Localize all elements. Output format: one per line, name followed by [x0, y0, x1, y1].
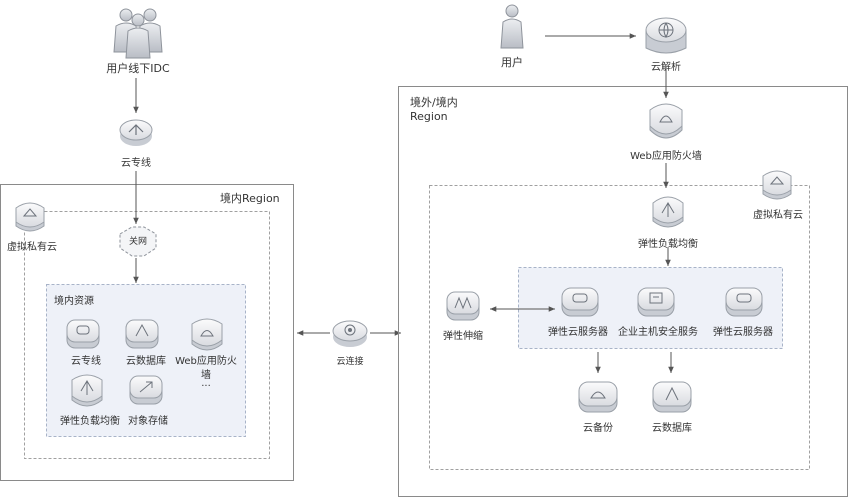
idc-label: 用户线下IDC [106, 62, 170, 75]
resource-waf-icon [191, 318, 223, 351]
left-vpc-dashed-box [24, 211, 270, 459]
vpc-left-icon [15, 202, 45, 232]
hss-label: 企业主机安全服务 [618, 327, 698, 338]
ecs-left-label: 弹性云服务器 [548, 327, 608, 338]
autoscale-label: 弹性伸缩 [443, 331, 483, 342]
users-group-icon [113, 8, 163, 59]
gateway-label: 关网 [128, 237, 147, 247]
direct-connect-icon [119, 119, 153, 146]
left-resources-box [46, 284, 246, 437]
left-vpc-label: 虚拟私有云 [7, 242, 57, 253]
dc-top-label: 云专线 [121, 158, 151, 169]
cloud-connect-label: 云连接 [336, 357, 364, 367]
vpc-right-icon [762, 170, 792, 200]
resource-dc-icon [66, 319, 100, 349]
dns-label: 云解析 [651, 62, 681, 73]
rds-right-label: 云数据库 [652, 423, 692, 434]
backup-label: 云备份 [583, 423, 613, 434]
ecs-right-icon [725, 287, 763, 317]
elb-right-icon [652, 196, 684, 228]
gateway-icon [119, 226, 157, 257]
resource-label-rds: 云数据库 [126, 356, 166, 367]
resource-rds-icon [125, 319, 159, 349]
right-vpc-label: 虚拟私有云 [753, 210, 803, 221]
resource-obs-icon [129, 375, 163, 405]
elb-label: 弹性负载均衡 [638, 239, 698, 250]
user-label: 用户 [501, 56, 523, 69]
resource-label-dc: 云专线 [71, 356, 101, 367]
rds-right-icon [652, 381, 692, 413]
resource-label-waf-line1: Web应用防火 [175, 356, 237, 367]
user-icon [500, 4, 524, 49]
left-resources-title: 境内资源 [54, 296, 94, 307]
waf-label: Web应用防火墙 [630, 151, 702, 162]
backup-icon [578, 381, 618, 413]
right-vpc-dashed-box [429, 185, 810, 470]
ecs-left-icon [561, 287, 599, 317]
dns-icon [645, 17, 687, 54]
resource-label-elb: 弹性负载均衡 [60, 416, 120, 427]
auto-scaling-icon [446, 291, 480, 321]
resource-label-waf-line2: 墙 [201, 370, 211, 381]
right-region-box [398, 86, 848, 497]
hss-icon [637, 287, 675, 317]
right-region-title-line1: 境外/境内 [410, 96, 458, 109]
cloud-connect-icon [332, 320, 368, 347]
resource-label-more: ... [201, 378, 211, 389]
left-region-box [0, 184, 294, 481]
left-region-title: 境内Region [220, 192, 280, 205]
right-region-title-line2: Region [410, 110, 448, 123]
ecs-right-label: 弹性云服务器 [713, 327, 773, 338]
resource-label-obs: 对象存储 [128, 416, 168, 427]
waf-shield-icon [649, 103, 683, 139]
resource-elb-icon [71, 374, 103, 407]
